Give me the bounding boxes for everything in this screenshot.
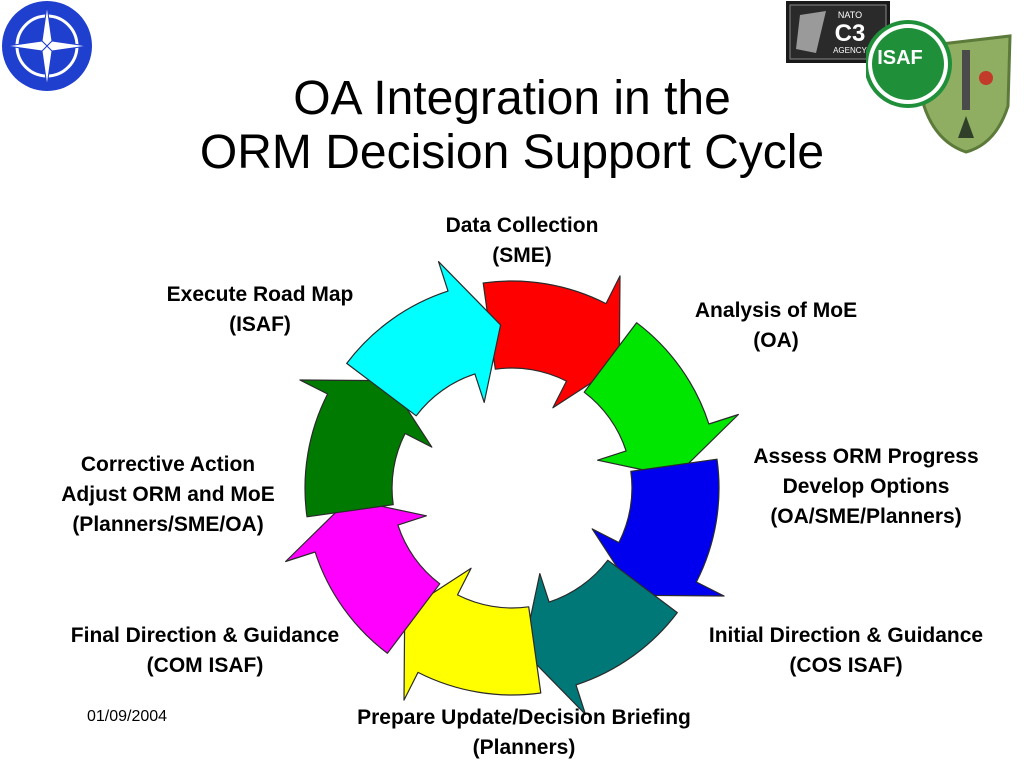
cycle-arrow-corrective-action — [299, 379, 433, 518]
step-label-line: (OA/SME/Planners) — [770, 505, 962, 528]
step-label-execute-road-map: Execute Road Map (ISAF) — [110, 280, 410, 340]
c3-agency-mid-text: C3 — [835, 20, 866, 47]
isaf-logo: ISAF — [866, 20, 1012, 154]
step-label-line: (OA) — [753, 329, 799, 352]
cycle-arrow-assess — [591, 458, 725, 597]
cycle-arrow-execute-road-map — [346, 261, 502, 417]
cycle-arrow-final-direction — [285, 498, 441, 654]
step-label-line: (SME) — [492, 244, 552, 267]
step-label-line: (Planners/SME/OA) — [72, 513, 264, 536]
cycle-arrow-initial-direction — [522, 559, 678, 715]
c3-agency-bottom-text: AGENCY — [833, 46, 867, 55]
nato-compass-star-icon — [6, 5, 88, 87]
isaf-logo-text: ISAF — [877, 47, 923, 69]
nato-logo — [2, 1, 92, 91]
step-label-line: Assess ORM Progress — [753, 445, 979, 468]
cycle-arrow-data-collection — [482, 275, 621, 409]
step-label-final-direction: Final Direction & Guidance (COM ISAF) — [20, 621, 390, 681]
step-label-line: Data Collection — [445, 214, 599, 237]
step-label-line: Develop Options — [782, 475, 950, 498]
step-label-initial-direction: Initial Direction & Guidance (COS ISAF) — [671, 621, 1021, 681]
step-label-line: Initial Direction & Guidance — [708, 624, 984, 647]
step-label-line: Adjust ORM and MoE — [61, 483, 275, 506]
step-label-line: Corrective Action — [80, 453, 256, 476]
cycle-arrow-prepare-update — [403, 567, 542, 701]
slide-title-line-2: ORM Decision Support Cycle — [199, 126, 825, 179]
step-label-line: (Planners) — [472, 736, 576, 759]
slide-title: OA Integration in the ORM Decision Suppo… — [0, 72, 1024, 180]
step-label-data-collection: Data Collection (SME) — [372, 211, 672, 271]
footer-date: 01/09/2004 — [87, 708, 168, 725]
step-label-line: Prepare Update/Decision Briefing — [357, 706, 691, 729]
step-label-line: Analysis of MoE — [694, 299, 858, 322]
c3-agency-top-text: NATO — [838, 10, 862, 20]
slide-title-line-1: OA Integration in the — [293, 72, 731, 125]
step-label-line: (COM ISAF) — [146, 654, 264, 677]
step-label-line: Execute Road Map — [166, 283, 354, 306]
step-label-line: Final Direction & Guidance — [70, 624, 340, 647]
cycle-arrow-analysis — [583, 322, 739, 478]
step-label-line: (ISAF) — [229, 313, 291, 336]
step-label-line: (COS ISAF) — [789, 654, 903, 677]
step-label-analysis-of-moe: Analysis of MoE (OA) — [626, 296, 926, 356]
step-label-prepare-update: Prepare Update/Decision Briefing (Planner… — [309, 703, 739, 763]
